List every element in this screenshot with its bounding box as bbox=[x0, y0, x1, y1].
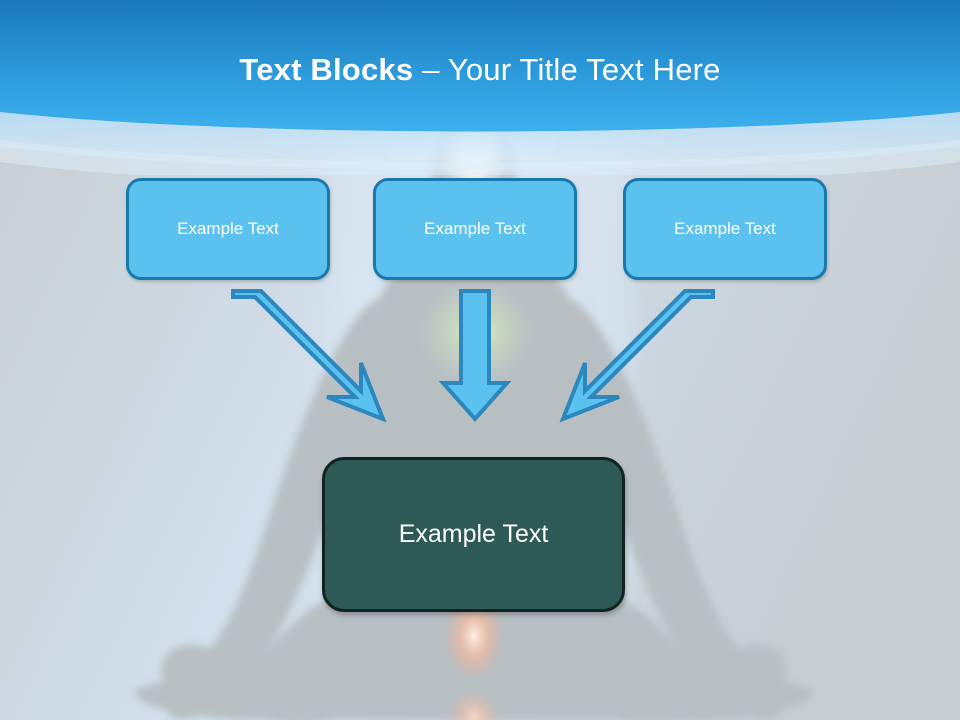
result-text-block-label: Example Text bbox=[398, 520, 549, 548]
slide-title-bold: Text Blocks bbox=[239, 52, 414, 87]
text-block-1[interactable]: Example Text bbox=[126, 178, 330, 280]
text-block-3-label: Example Text bbox=[674, 219, 776, 238]
text-block-2[interactable]: Example Text bbox=[373, 178, 577, 280]
text-block-1-label: Example Text bbox=[177, 219, 279, 238]
result-text-block[interactable]: Example Text bbox=[322, 457, 625, 612]
text-block-3[interactable]: Example Text bbox=[623, 178, 827, 280]
glow-heart bbox=[418, 280, 534, 384]
slide-title: Text Blocks – Your Title Text Here bbox=[0, 52, 960, 88]
glow-root-lower bbox=[448, 690, 500, 720]
slide-title-separator: – bbox=[413, 52, 448, 87]
slide-title-rest: Your Title Text Here bbox=[447, 52, 721, 87]
text-block-2-label: Example Text bbox=[424, 219, 526, 238]
glow-root bbox=[444, 592, 504, 680]
